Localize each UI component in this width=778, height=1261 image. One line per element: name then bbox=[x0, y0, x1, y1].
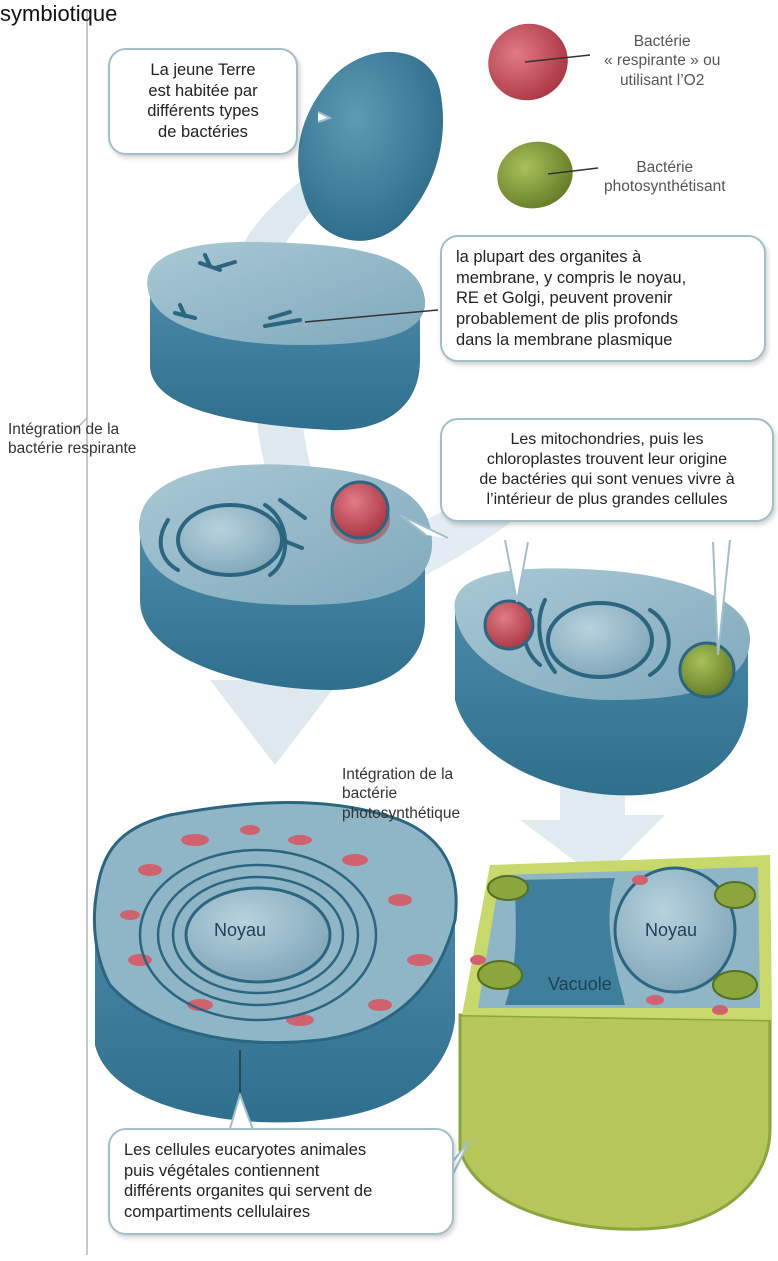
eukaryotes-callout: Les cellules eucaryotes animales puis vé… bbox=[108, 1128, 454, 1235]
primitive-cell bbox=[298, 51, 444, 241]
legend-red-line-3: utilisant l’O2 bbox=[619, 71, 705, 89]
mito-line-3: de bactéries qui sont venues vivre à bbox=[479, 471, 735, 488]
mito-line-2: chloroplastes trouvent leur origine bbox=[486, 451, 728, 468]
animal-nucleus-label: Noyau bbox=[214, 920, 267, 940]
animal-cell bbox=[92, 801, 458, 1125]
integration-photo-line-1: Intégration de la bbox=[342, 766, 454, 783]
legend-green-line-1: Bactérie bbox=[636, 159, 694, 176]
young-earth-callout: La jeune Terre est habitée par différent… bbox=[108, 48, 298, 155]
young-earth-line-3: différents types bbox=[147, 102, 259, 121]
mito-cell bbox=[138, 464, 433, 690]
mito-line-4: l’intérieur de plus grandes cellules bbox=[486, 491, 728, 508]
young-earth-line-2: est habitée par bbox=[148, 81, 258, 100]
integration-respirante-line-1: Intégration de la bbox=[8, 421, 120, 438]
membranes-line-5: dans la membrane plasmique bbox=[456, 330, 673, 349]
young-earth-line-4: de bactéries bbox=[158, 122, 248, 141]
infolding-cell bbox=[147, 241, 439, 431]
legend-green-bacterium bbox=[497, 141, 599, 209]
integration-respirante-label: Intégration de la bactérie respirante bbox=[8, 420, 136, 459]
membranes-line-4: probablement de plis profonds bbox=[456, 309, 678, 328]
young-earth-line-1: La jeune Terre bbox=[150, 61, 256, 79]
mito-line-1: Les mitochondries, puis les bbox=[510, 431, 704, 448]
plant-nucleus-label: Noyau bbox=[645, 920, 698, 940]
eukaryotes-line-4: compartiments cellulaires bbox=[124, 1202, 311, 1221]
integration-photo-line-2: bactérie bbox=[342, 785, 398, 803]
plant-cell bbox=[458, 855, 772, 1231]
eukaryotes-line-2: puis végétales contiennent bbox=[124, 1161, 320, 1180]
legend-red-bacterium bbox=[488, 23, 591, 101]
left-bracket bbox=[72, 10, 88, 1255]
callout-tails bbox=[227, 111, 731, 1181]
vacuole-label: Vacuole bbox=[548, 974, 612, 994]
integration-photosynthetique-label: Intégration de la bactérie photosynthéti… bbox=[342, 765, 460, 823]
mito-chloro-cell bbox=[454, 568, 751, 796]
eukaryotes-line-3: différents organites qui servent de bbox=[124, 1182, 373, 1201]
integration-respirante-line-2: bactérie respirante bbox=[8, 440, 137, 458]
legend-green-label: Bactérie photosynthétisant bbox=[604, 158, 726, 197]
membranes-line-3: RE et Golgi, peuvent provenir bbox=[456, 289, 673, 308]
legend-green-line-2: photosynthétisant bbox=[604, 178, 726, 196]
mito-callout: Les mitochondries, puis les chloroplaste… bbox=[440, 418, 774, 522]
membranes-line-2: membrane, y compris le noyau, bbox=[456, 268, 687, 287]
integration-photo-line-3: photosynthétique bbox=[342, 804, 461, 822]
legend-red-line-2: « respirante » ou bbox=[604, 52, 721, 70]
legend-red-line-1: Bactérie bbox=[633, 33, 691, 50]
eukaryotes-line-1: Les cellules eucaryotes animales bbox=[124, 1141, 367, 1159]
header-fragment: symbiotique bbox=[0, 1, 118, 26]
membranes-callout: la plupart des organites à membrane, y c… bbox=[440, 235, 766, 363]
membranes-line-1: la plupart des organites à bbox=[456, 248, 642, 266]
legend-red-label: Bactérie « respirante » ou utilisant l’O… bbox=[604, 32, 720, 90]
